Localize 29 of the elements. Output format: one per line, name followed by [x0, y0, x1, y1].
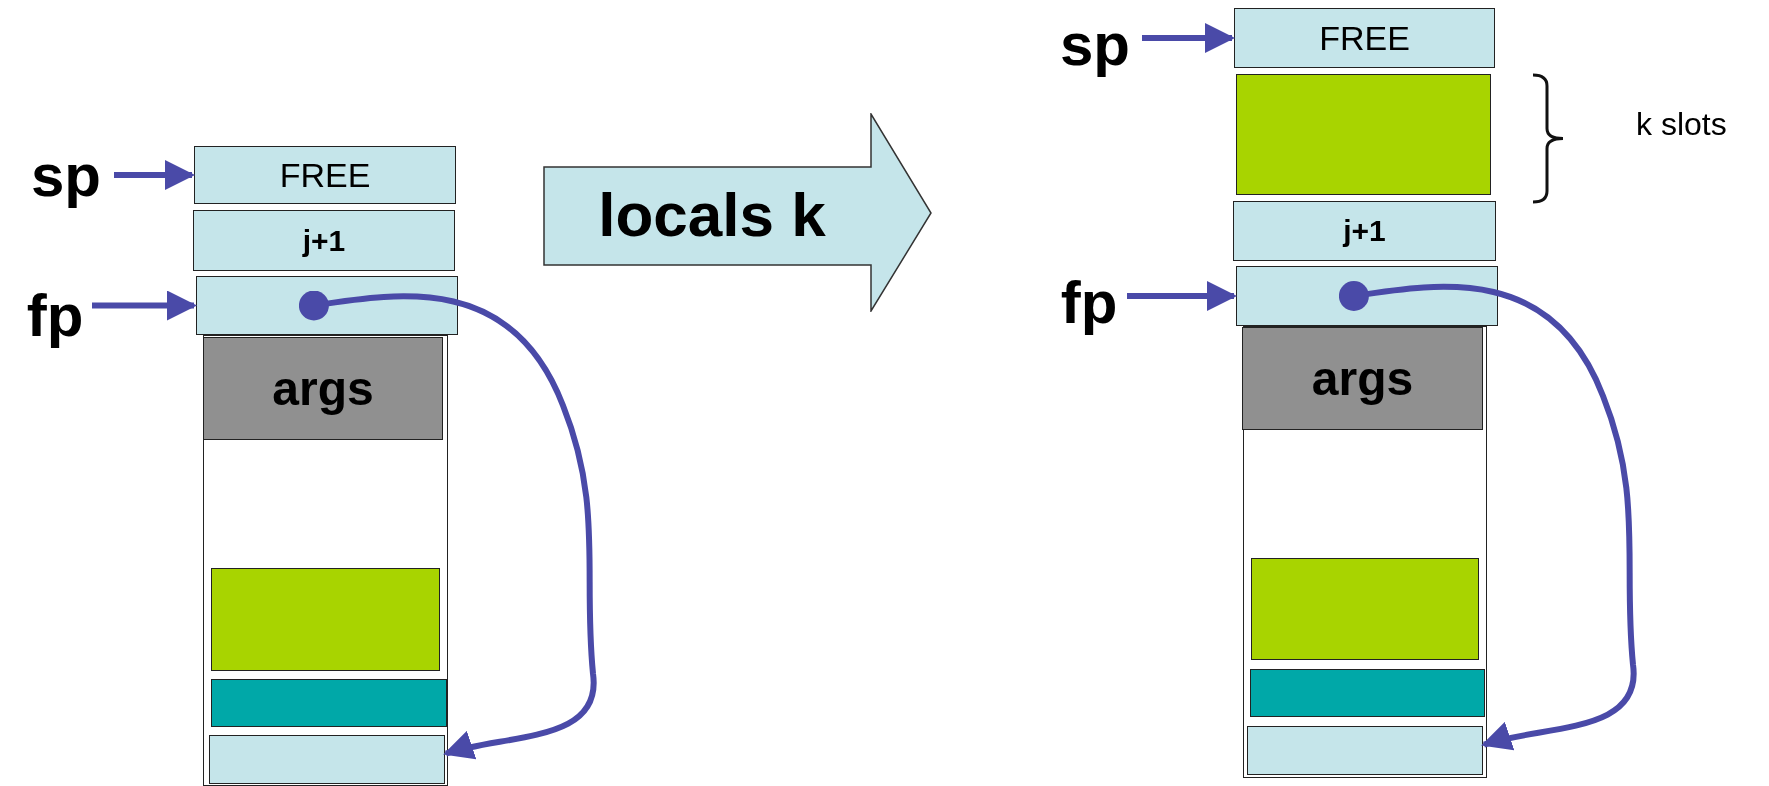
- stack-slot: [1251, 558, 1479, 660]
- pointer-label: fp: [1055, 272, 1123, 334]
- stack-slot: [1250, 669, 1485, 717]
- arrow: [1142, 23, 1235, 53]
- stack-slot: FREE: [194, 146, 456, 204]
- stack-slot: [196, 276, 458, 335]
- pointer-arrow: [1338, 281, 1637, 752]
- stack-slot: j+1: [1233, 201, 1496, 261]
- stack-outline: [203, 335, 448, 786]
- stack-slot: [209, 735, 445, 784]
- stack-slot: [211, 679, 447, 727]
- stack-slot: [1247, 726, 1483, 775]
- stack-slot: FREE: [1234, 8, 1495, 68]
- stack-slot: [211, 568, 440, 671]
- arrow: [1127, 281, 1237, 311]
- arrow: [92, 290, 197, 321]
- arrow-label: locals k: [597, 179, 827, 251]
- pointer-label: fp: [22, 285, 88, 347]
- pointer-arrow: [298, 290, 597, 761]
- stack-slot: args: [203, 337, 443, 440]
- stack-slot: [1236, 266, 1498, 326]
- stack-slot: j+1: [193, 210, 455, 271]
- stack-slot: [1236, 74, 1491, 195]
- stack-slot: args: [1242, 327, 1483, 430]
- block-arrow: [543, 113, 932, 312]
- brace-label: k slots: [1636, 105, 1727, 144]
- stack-outline: [1243, 326, 1487, 778]
- pointer-label: sp: [1052, 15, 1138, 75]
- arrow: [114, 160, 195, 190]
